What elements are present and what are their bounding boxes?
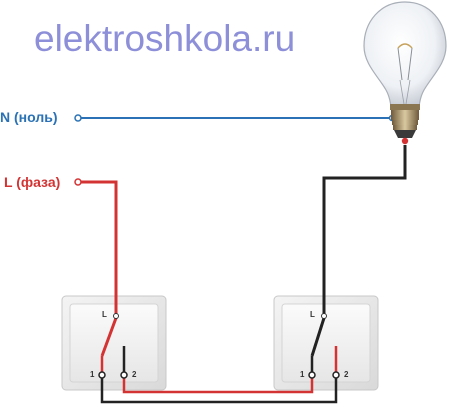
switch-1-terminal-l-label: L: [102, 310, 107, 319]
phase-wire: [74, 178, 118, 314]
switch-1-terminal-1-label: 1: [90, 370, 95, 379]
switch-1-terminal-2-label: 2: [132, 370, 137, 379]
switch-2-terminal-l-label: L: [310, 310, 315, 319]
lamp-wire: [322, 145, 407, 314]
switch-2-terminal-2-label: 2: [344, 370, 349, 379]
light-bulb-icon: [363, 1, 447, 145]
switch-2: [273, 295, 379, 391]
phase-label: L (фаза): [4, 174, 61, 190]
switch-1: [61, 295, 167, 391]
switch-1-contacts: [98, 313, 128, 379]
switch-2-contacts: [308, 313, 340, 379]
traveler-wires: [100, 346, 338, 404]
switch-2-terminal-1-label: 1: [300, 370, 305, 379]
site-watermark: elektroshkola.ru: [34, 18, 296, 59]
neutral-wire: [74, 114, 398, 122]
neutral-label: N (ноль): [0, 109, 58, 125]
